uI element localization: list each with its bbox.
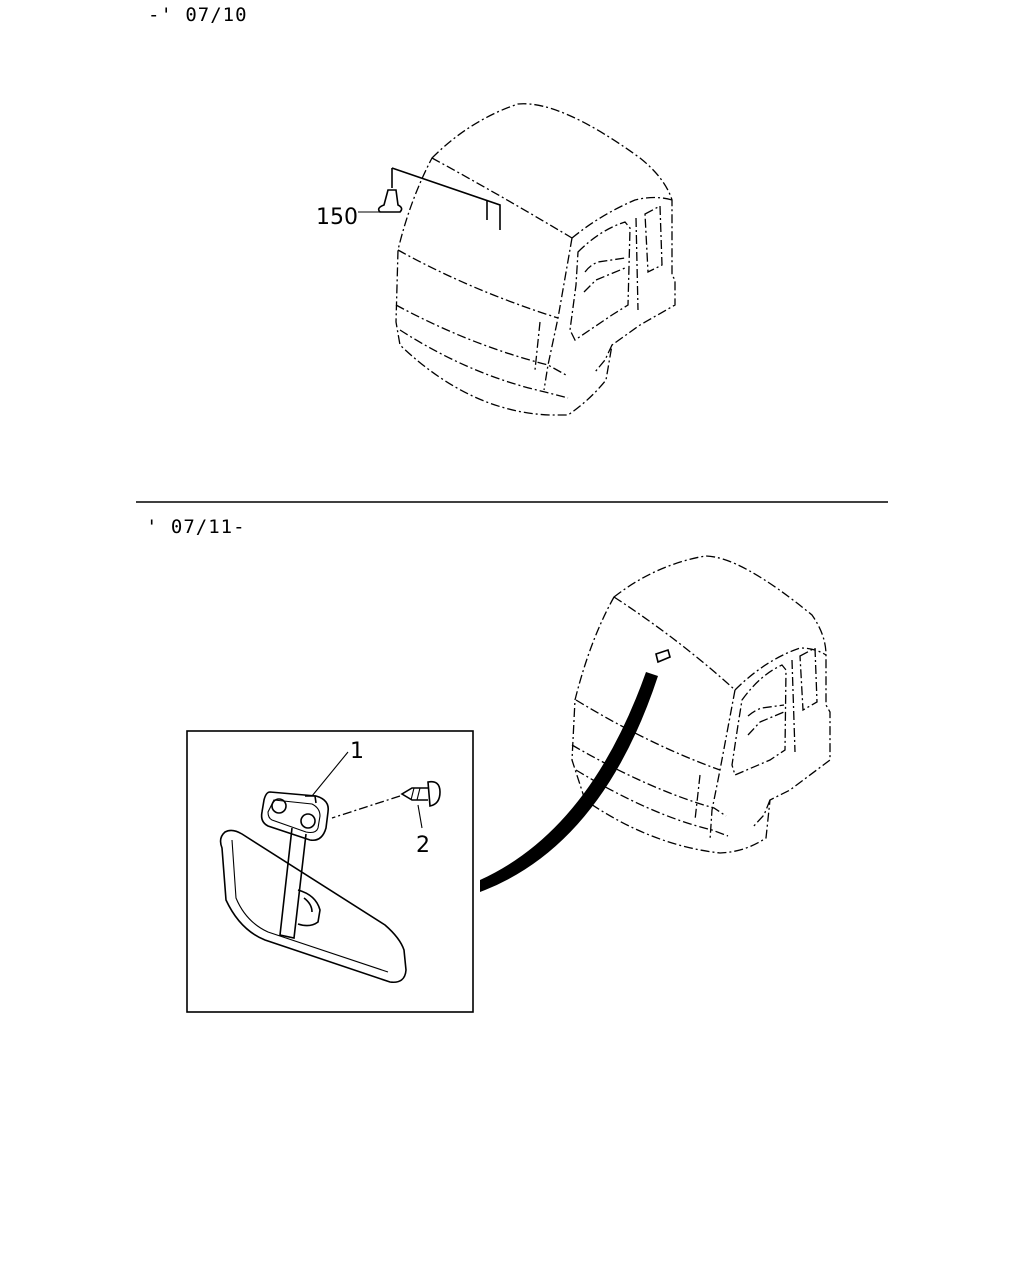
date-range-top: -' 07/10 bbox=[148, 4, 248, 26]
detail-box bbox=[186, 730, 474, 1013]
callout-150: 150 bbox=[316, 205, 358, 230]
detail-leader bbox=[480, 672, 658, 892]
rearview-mirror bbox=[219, 791, 407, 984]
screw bbox=[400, 780, 441, 807]
leader-part-1 bbox=[311, 751, 349, 797]
callout-2: 2 bbox=[416, 833, 430, 858]
date-range-bottom: ' 07/11- bbox=[146, 516, 246, 538]
leader-part-2 bbox=[417, 804, 423, 829]
cab-illustration-top bbox=[395, 103, 676, 416]
part-150-indicator bbox=[358, 167, 501, 230]
screw-alignment-line bbox=[331, 795, 401, 819]
cab-illustration-bottom bbox=[571, 555, 831, 854]
callout-1: 1 bbox=[350, 739, 364, 764]
mirror-mount-marker bbox=[655, 648, 671, 664]
